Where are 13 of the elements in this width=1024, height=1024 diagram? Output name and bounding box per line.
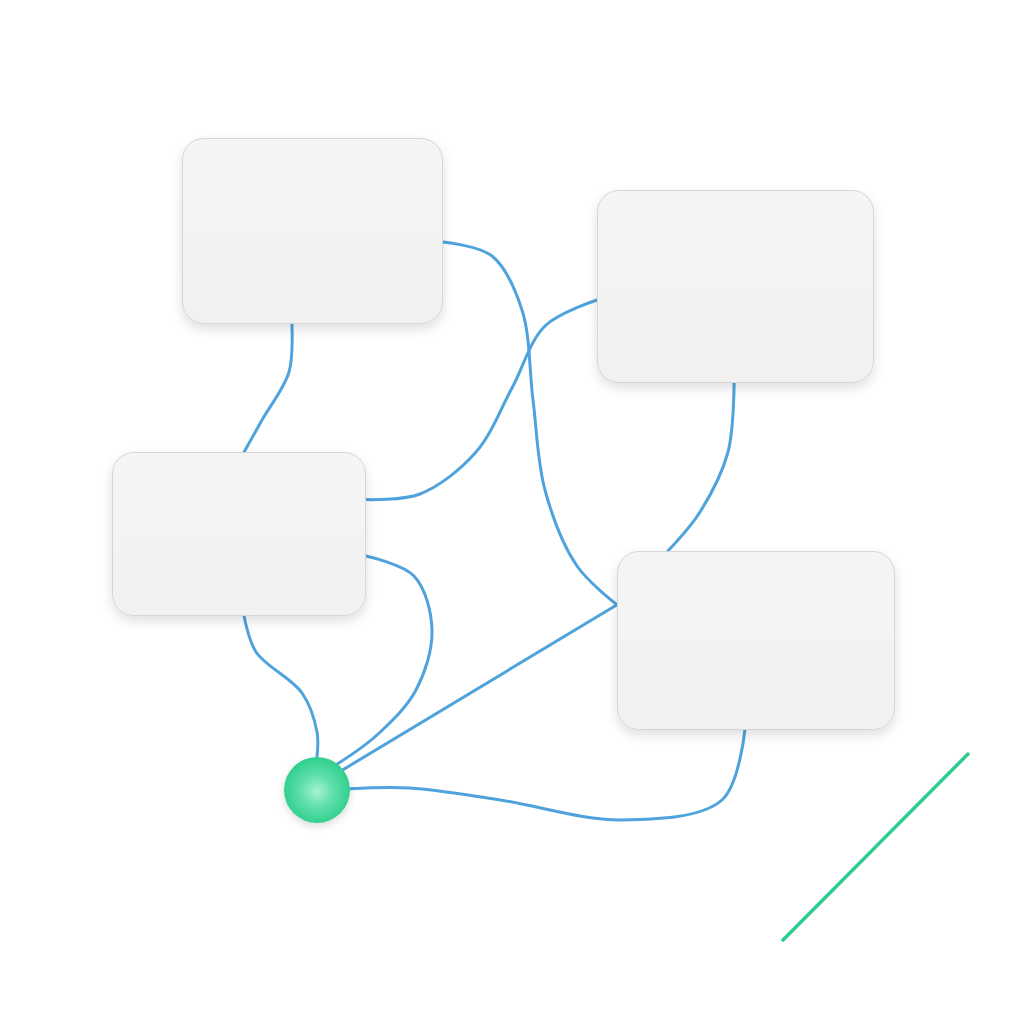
rounded-box <box>112 452 366 616</box>
connector-line <box>364 298 599 502</box>
rounded-box <box>597 190 874 383</box>
rounded-box <box>182 138 443 324</box>
connector-line <box>242 322 294 454</box>
rounded-box <box>617 551 895 730</box>
connector-line <box>335 554 434 766</box>
connector-line <box>666 381 736 553</box>
connector-line <box>441 240 619 607</box>
connector-line <box>348 728 747 822</box>
connector-line <box>242 614 320 759</box>
connector-line <box>341 603 619 772</box>
hub-circle <box>284 757 350 823</box>
